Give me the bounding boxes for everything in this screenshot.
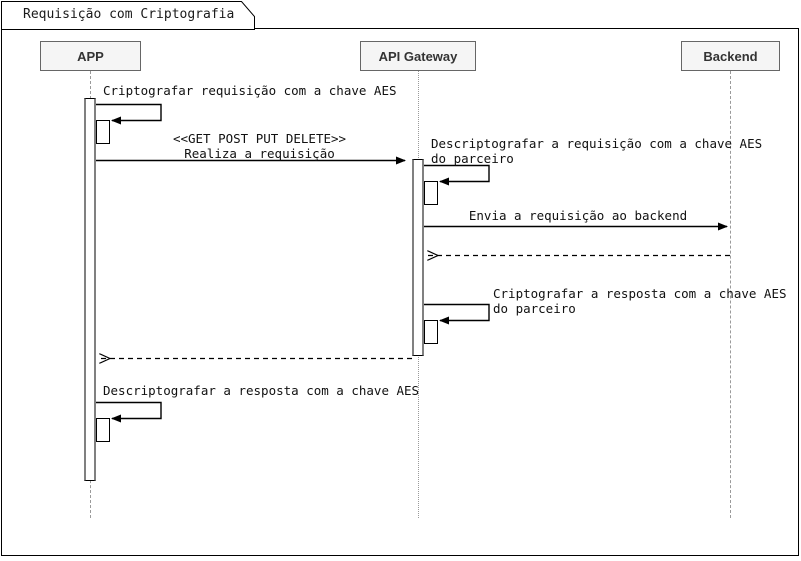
activation-gateway [412,159,424,356]
participant-backend-label: Backend [703,48,758,64]
message-3-label-line1: Descriptografar a requisição com a chave… [431,136,763,151]
diagram-title: Requisição com Criptografia [23,7,235,22]
message-6-label-line2: do parceiro [493,301,576,316]
title-tab-shape [1,1,255,30]
participant-backend[interactable]: Backend [681,41,780,71]
lifeline-backend [730,71,731,518]
diagram-title-tab: Requisição com Criptografia [1,1,255,30]
participant-app-label: APP [77,48,104,64]
diagram-frame [1,28,799,556]
participant-app[interactable]: APP [40,41,141,71]
activation-gateway-nested-1 [424,181,438,205]
activation-gateway-nested-2 [424,320,438,344]
message-2-label-line2: Realiza a requisição [184,146,335,161]
message-6-label-line1: Criptografar a resposta com a chave AES [493,286,787,301]
message-3-label-line2: do parceiro [431,151,514,166]
message-8-label: Descriptografar a resposta com a chave A… [103,383,420,398]
activation-app-nested-2 [96,418,110,442]
activation-app [84,98,96,481]
message-1-label: Criptografar requisição com a chave AES [103,83,397,98]
participant-gateway[interactable]: API Gateway [360,41,476,71]
message-2-label-line1: <<GET POST PUT DELETE>> [172,131,347,146]
message-4-label: Envia a requisição ao backend [468,208,688,223]
participant-gateway-label: API Gateway [378,48,458,64]
